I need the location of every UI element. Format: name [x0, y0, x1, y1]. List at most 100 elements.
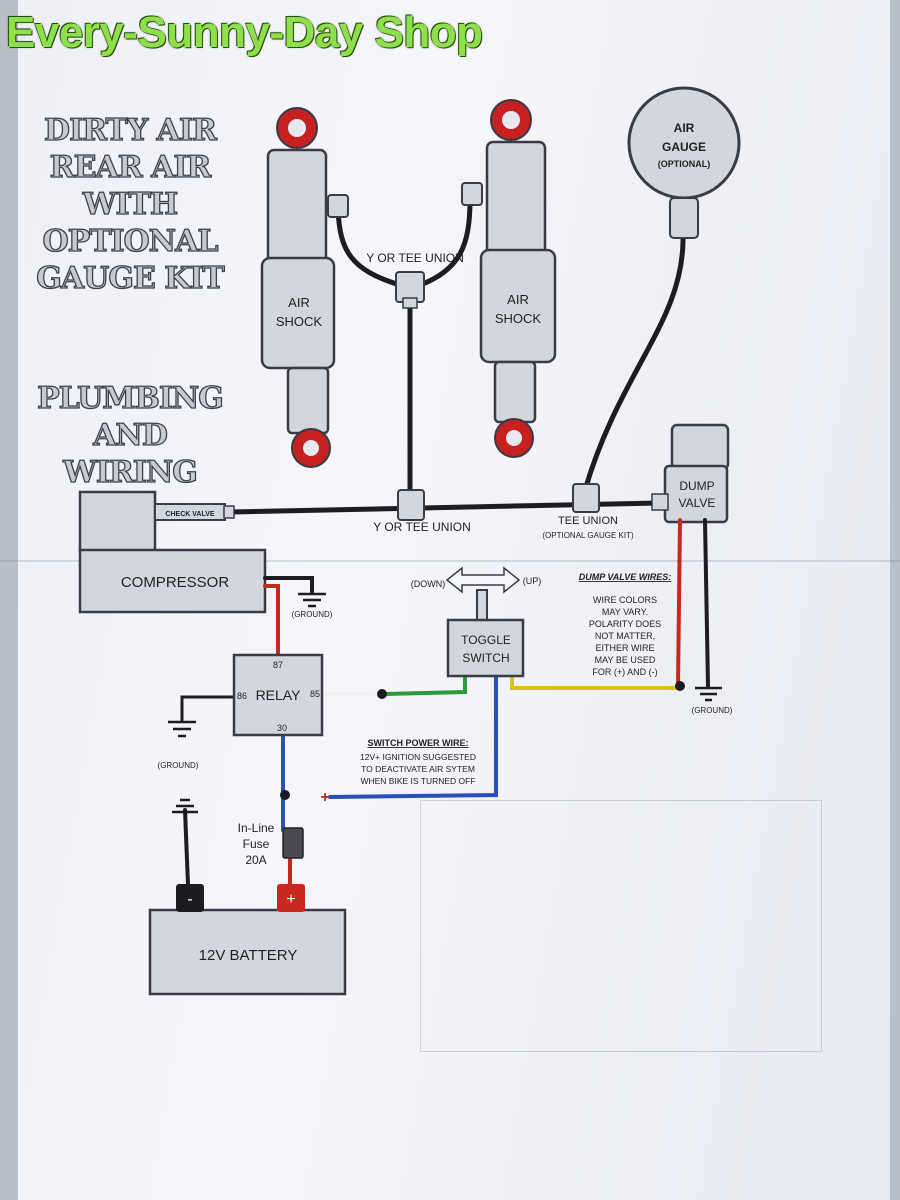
- wire-junction-dump: [675, 681, 685, 691]
- compressor: CHECK VALVE COMPRESSOR: [78, 490, 267, 614]
- ground-battery-icon: [172, 798, 198, 814]
- wire-relay-85-green: [383, 674, 467, 696]
- left-air-shock: AIR SHOCK: [260, 107, 349, 468]
- inline-fuse-body: [282, 827, 304, 859]
- relay-pin-30: 30: [277, 723, 287, 733]
- toggle-up-label: (UP): [523, 576, 542, 586]
- paper-fold: [0, 560, 900, 562]
- battery-positive-terminal: [277, 884, 305, 912]
- title-line-2: REAR AIR: [49, 149, 212, 185]
- toggle-switch-body: [446, 618, 525, 678]
- switch-power-plus: +: [320, 789, 329, 806]
- right-air-shock: AIR SHOCK: [461, 99, 557, 458]
- dump-valve-note-line-3: POLARITY DOES: [589, 619, 661, 629]
- air-gauge-label-3: (OPTIONAL): [658, 159, 711, 169]
- wire-switch-dump-yellow: [510, 674, 682, 690]
- switch-power-note-line-2: TO DEACTIVATE AIR SYTEM: [361, 764, 475, 774]
- battery-plus-sign: +: [286, 891, 295, 908]
- air-gauge: AIR GAUGE (OPTIONAL): [627, 86, 741, 239]
- dump-valve-note-line-5: EITHER WIRE: [595, 643, 654, 653]
- inline-fuse: In-Line Fuse 20A: [238, 821, 304, 867]
- air-gauge-label-1: AIR: [674, 121, 695, 135]
- diagram-subtitle: PLUMBING AND WIRING: [30, 380, 230, 491]
- wires: [180, 518, 710, 887]
- fuse-label-2: Fuse: [243, 837, 270, 851]
- battery-body: [148, 908, 347, 996]
- subtitle-line-2: AND WIRING: [62, 417, 198, 490]
- dump-valve-solenoid: [670, 423, 730, 471]
- y-tee-union-top-outlet: [402, 297, 418, 309]
- title-line-3: WITH: [82, 186, 179, 222]
- battery-negative-terminal: [176, 884, 204, 912]
- dump-valve-note-line-7: FOR (+) AND (-): [592, 667, 657, 677]
- toggle-switch-lever: [476, 589, 488, 623]
- wire-dump-valve-black: [703, 518, 710, 688]
- left-shock-lower-body: [286, 366, 330, 435]
- subtitle-line-1: PLUMBING: [36, 380, 224, 416]
- dump-valve: DUMP VALVE: [651, 423, 730, 524]
- battery-minus-sign: -: [187, 891, 192, 908]
- wire-relay-86-ground: [180, 695, 238, 722]
- wire-compressor-ground: [263, 576, 314, 594]
- compressor-body: [78, 548, 267, 614]
- switch-power-note-line-3: WHEN BIKE IS TURNED OFF: [360, 776, 475, 786]
- dump-valve-label-1: DUMP: [679, 479, 714, 493]
- fuse-label-1: In-Line: [238, 821, 275, 835]
- tee-union-sub-label: (OPTIONAL GAUGE KIT): [542, 531, 634, 540]
- relay-pin-86: 86: [237, 691, 247, 701]
- battery: - + 12V BATTERY: [148, 884, 347, 996]
- check-valve-fitting: [223, 505, 235, 519]
- title-line-1: DIRTY AIR: [43, 112, 217, 148]
- switch-power-wire-note: SWITCH POWER WIRE: 12V+ IGNITION SUGGEST…: [360, 738, 476, 786]
- right-shock-lower-body: [493, 360, 537, 424]
- toggle-switch: TOGGLE SWITCH (DOWN) (UP): [411, 566, 542, 678]
- left-shock-label-1: AIR: [288, 295, 310, 310]
- toggle-switch-label-2: SWITCH: [462, 651, 509, 665]
- dump-valve-wires-note: DUMP VALVE WIRES: WIRE COLORS MAY VARY. …: [579, 572, 672, 677]
- air-gauge-stem: [669, 197, 699, 239]
- wire-switch-power-blue: [328, 674, 498, 799]
- hose-right-shock: [417, 197, 473, 288]
- right-shock-label-1: AIR: [507, 292, 529, 307]
- wire-battery-ground: [183, 808, 190, 887]
- hose-left-shock: [335, 207, 403, 288]
- right-shock-label-2: SHOCK: [495, 311, 542, 326]
- compressor-head: [78, 490, 157, 554]
- y-tee-union-top: [395, 271, 425, 309]
- dump-valve-note-line-4: NOT MATTER,: [595, 631, 655, 641]
- ground-dump-valve-icon: [695, 686, 722, 702]
- wire-junction-relay-30: [280, 790, 290, 800]
- check-valve-label: CHECK VALVE: [165, 511, 214, 518]
- dump-valve-note-line-2: MAY VARY.: [602, 607, 648, 617]
- relay-body: [232, 653, 324, 737]
- ground-compressor-icon: [298, 592, 326, 608]
- relay-label: RELAY: [256, 687, 302, 703]
- dump-valve-note-line-6: MAY BE USED: [595, 655, 656, 665]
- wire-compressor-relay-87: [263, 584, 280, 658]
- right-shock-upper-body: [485, 140, 547, 259]
- compressor-label: COMPRESSOR: [121, 574, 230, 591]
- tee-union-gauge: [572, 483, 600, 513]
- wire-dump-valve-red: [676, 518, 682, 688]
- dump-valve-label-2: VALVE: [679, 496, 716, 510]
- hose-gauge: [582, 232, 686, 493]
- y-tee-union-bottom-label: Y OR TEE UNION: [373, 520, 471, 534]
- y-tee-union-top-label: Y OR TEE UNION: [366, 251, 464, 265]
- wire-junction-85: [377, 689, 387, 699]
- left-shock-label-2: SHOCK: [276, 314, 323, 329]
- relay-pin-87: 87: [273, 660, 283, 670]
- faded-logo-area: [420, 800, 822, 1052]
- ground-dump-valve-label: (GROUND): [692, 706, 733, 715]
- ground-relay-icon: [168, 720, 196, 738]
- ground-relay-label: (GROUND): [158, 761, 199, 770]
- dump-valve-body: [663, 464, 729, 524]
- relay-pin-85: 85: [310, 689, 320, 699]
- switch-power-note-line-1: 12V+ IGNITION SUGGESTED: [360, 752, 476, 762]
- y-tee-union-bottom-body: [397, 489, 425, 521]
- title-line-5: GAUGE KIT: [36, 260, 226, 296]
- tee-union-label: TEE UNION: [558, 515, 618, 527]
- relay: RELAY 87 86 85 30: [232, 653, 324, 737]
- fuse-label-3: 20A: [245, 853, 266, 867]
- diagram-title: DIRTY AIR REAR AIR WITH OPTIONAL GAUGE K…: [30, 112, 230, 297]
